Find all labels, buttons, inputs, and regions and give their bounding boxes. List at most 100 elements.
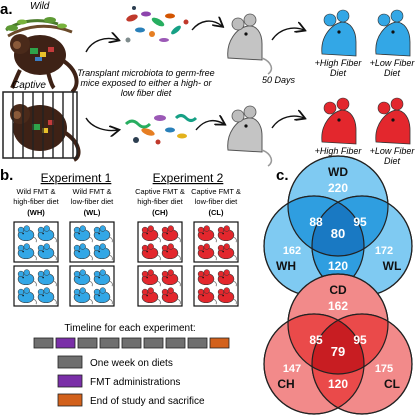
group-label-line-2: high-fiber diet bbox=[137, 197, 183, 206]
group-mouse-icon bbox=[17, 269, 37, 287]
timeline-week-block bbox=[165, 337, 186, 349]
venn-set-label: CH bbox=[277, 377, 294, 391]
group-mouse-icon bbox=[93, 225, 113, 243]
timeline-week-block bbox=[99, 337, 120, 349]
panel-a-label: a. bbox=[0, 1, 13, 18]
cage-box bbox=[193, 265, 239, 307]
diet-label-suffix: Diet bbox=[384, 68, 401, 78]
venn-set-label: CD bbox=[329, 283, 347, 297]
timeline-bar bbox=[33, 337, 230, 349]
group-mouse-icon bbox=[73, 287, 93, 305]
diet-label-suffix: Diet bbox=[330, 68, 347, 78]
group-mouse-icon bbox=[161, 269, 181, 287]
group-mouse-icon bbox=[93, 269, 113, 287]
arrow-to-colonized-bottom bbox=[271, 116, 304, 129]
group-mouse-icon bbox=[73, 243, 93, 261]
group-mouse-icon bbox=[197, 269, 217, 287]
group-mouse-icon bbox=[141, 225, 161, 243]
venn-count: 120 bbox=[328, 377, 348, 391]
experiment-groups: Wild FMT &high-fiber diet(WH)Wild FMT &l… bbox=[13, 187, 241, 307]
group-mouse-icon bbox=[17, 243, 37, 261]
arrow-to-colonized-top bbox=[271, 28, 304, 41]
timeline-week-block bbox=[121, 337, 142, 349]
timeline-week-block bbox=[187, 337, 208, 349]
cage-box bbox=[137, 221, 183, 263]
venn-count: 88 bbox=[309, 215, 323, 229]
legend-label: FMT administrations bbox=[90, 377, 180, 388]
group-mouse-icon bbox=[17, 225, 37, 243]
group-mouse-icon bbox=[141, 269, 161, 287]
captive-microbiota-icon bbox=[124, 114, 198, 145]
venn-set-label: WD bbox=[328, 165, 348, 179]
group-label-line-2: low-fiber diet bbox=[195, 197, 238, 206]
group-label-line-1: Captive FMT & bbox=[135, 187, 185, 196]
group-label-line-1: Wild FMT & bbox=[16, 187, 55, 196]
group-mouse-icon bbox=[217, 287, 237, 305]
venn-count: 79 bbox=[331, 344, 345, 359]
group-mouse-icon bbox=[161, 243, 181, 261]
low-fiber-diet-label: +Low Fiber bbox=[370, 146, 416, 156]
transplant-text-line-1: Transplant microbiota to germ-free bbox=[77, 68, 214, 78]
colonized-mouse-icon bbox=[321, 97, 357, 145]
experiment-2-title: Experiment 2 bbox=[153, 171, 224, 185]
group-mouse-icon bbox=[217, 269, 237, 287]
germ-free-mouse-icon bbox=[227, 105, 273, 167]
group-mouse-icon bbox=[73, 225, 93, 243]
group-label-line-1: Wild FMT & bbox=[72, 187, 111, 196]
colonized-mouse-icon bbox=[321, 9, 357, 57]
group-mouse-icon bbox=[141, 243, 161, 261]
legend-swatch bbox=[57, 355, 83, 369]
legend-swatch bbox=[57, 393, 83, 407]
cage-box bbox=[69, 221, 115, 263]
group-mouse-icon bbox=[197, 225, 217, 243]
timeline-week-block bbox=[55, 337, 76, 349]
group-code: (CL) bbox=[209, 208, 224, 217]
timeline-week-block bbox=[209, 337, 230, 349]
wild-label: Wild bbox=[30, 1, 50, 12]
venn-count: 80 bbox=[331, 226, 345, 241]
group-label-line-2: high-fiber diet bbox=[13, 197, 59, 206]
group-mouse-icon bbox=[73, 269, 93, 287]
venn-set-label: CL bbox=[384, 377, 400, 391]
group-mouse-icon bbox=[37, 225, 57, 243]
wild-primate-illustration bbox=[5, 17, 79, 94]
venn-count: 95 bbox=[353, 333, 367, 347]
cage-box bbox=[13, 221, 59, 263]
group-label-line-1: Captive FMT & bbox=[191, 187, 241, 196]
group-mouse-icon bbox=[197, 243, 217, 261]
venn-count: 120 bbox=[328, 259, 348, 273]
group-mouse-icon bbox=[93, 243, 113, 261]
high-fiber-diet-label: +High Fiber bbox=[315, 146, 363, 156]
panel-b-label: b. bbox=[0, 167, 13, 184]
cage-box bbox=[193, 221, 239, 263]
group-mouse-icon bbox=[161, 287, 181, 305]
diet-label-suffix: Diet bbox=[384, 156, 401, 166]
venn-count: 175 bbox=[375, 363, 393, 375]
group-mouse-icon bbox=[141, 287, 161, 305]
transplant-text-line-2: mice exposed to either a high- or bbox=[80, 78, 212, 88]
group-mouse-icon bbox=[161, 225, 181, 243]
panel-c-label: c. bbox=[276, 167, 289, 184]
timeline-week-block bbox=[33, 337, 54, 349]
duration-label: 50 Days bbox=[262, 75, 296, 85]
germ-free-mouse-icon bbox=[227, 13, 273, 75]
group-mouse-icon bbox=[217, 225, 237, 243]
timeline-week-block bbox=[143, 337, 164, 349]
cage-box bbox=[69, 265, 115, 307]
venn-count: 172 bbox=[375, 245, 393, 257]
arrow-microbes-to-mouse-top bbox=[191, 21, 222, 31]
venn-count: 162 bbox=[328, 299, 348, 313]
colonized-mouse-icon bbox=[375, 9, 411, 57]
timeline-week-block bbox=[77, 337, 98, 349]
venn-set-label: WL bbox=[383, 259, 402, 273]
arrow-wild-to-microbes bbox=[85, 39, 118, 53]
arrow-microbes-to-mouse-bottom bbox=[195, 121, 224, 131]
group-mouse-icon bbox=[37, 269, 57, 287]
venn-count: 95 bbox=[353, 215, 367, 229]
legend-label: One week on diets bbox=[90, 358, 173, 369]
arrow-captive-to-microbes bbox=[85, 117, 118, 131]
